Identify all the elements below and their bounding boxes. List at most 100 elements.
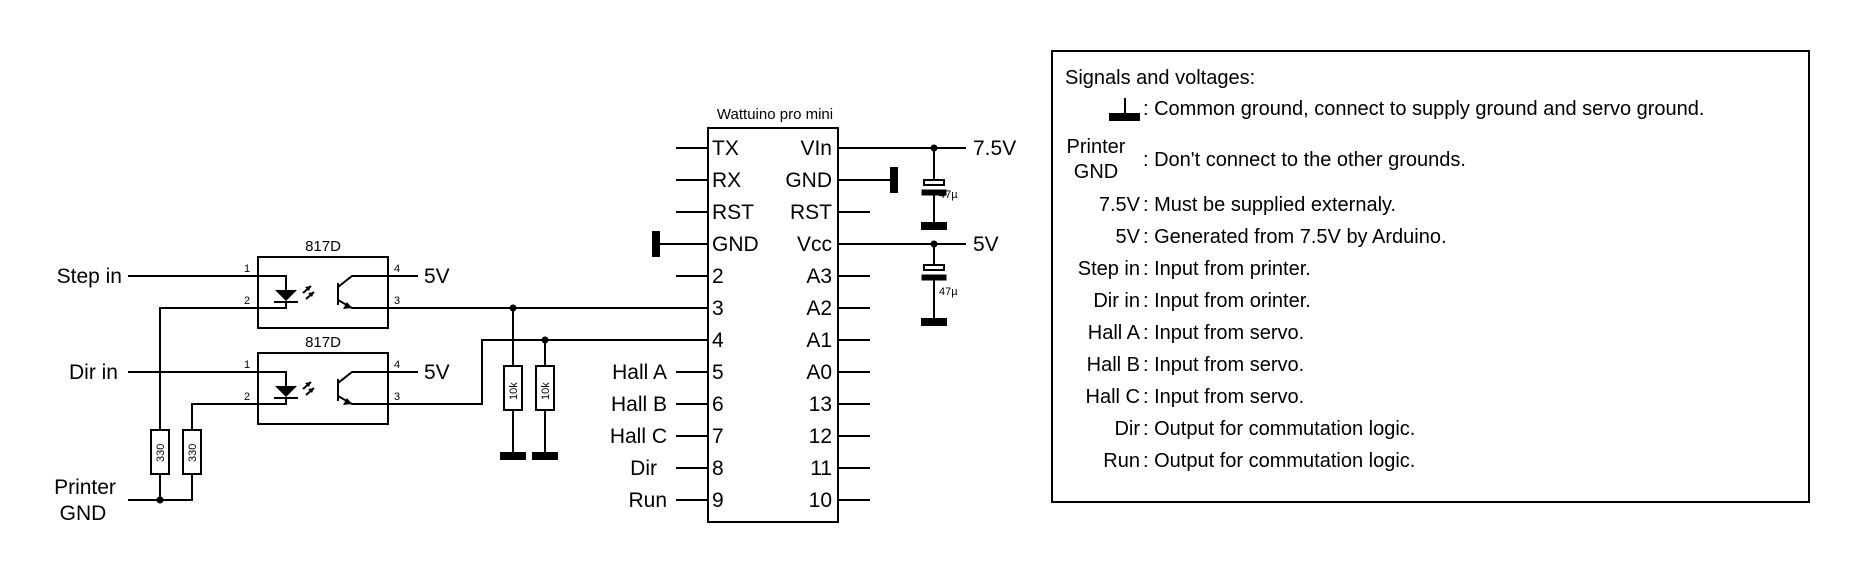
led2-icon (275, 386, 297, 397)
printer-gnd-label-line2: GND (60, 502, 107, 525)
arduino-pin-left-label: 6 (712, 393, 724, 416)
opto2-pin4: 4 (394, 359, 400, 371)
arduino-pin-left-label: TX (712, 137, 739, 160)
resistor-330-a-label: 330 (155, 444, 167, 462)
dir-in-label: Dir in (69, 361, 118, 384)
arduino-pin-left-label: 7 (712, 425, 724, 448)
arduino-input-labels: Hall A Hall B Hall C Dir Run (610, 361, 667, 512)
optocoupler-2: 817D 1 2 4 3 Dir in 5V (69, 334, 676, 430)
arrow-icon (305, 382, 311, 387)
resistors: 330 330 Printer GND 10k 10k (54, 304, 558, 525)
supply-5v-label: 5V (973, 233, 999, 256)
arduino-pin-right-label: A3 (806, 265, 832, 288)
opto2-pin1: 1 (244, 359, 250, 371)
legend-item-desc: : Input from servo. (1143, 322, 1304, 344)
supply-7v5-label: 7.5V (973, 137, 1016, 160)
printer-gnd-wire (128, 474, 193, 501)
run-output-label: Run (628, 489, 667, 512)
led1-icon (275, 290, 297, 301)
resistor-330-b-label: 330 (187, 444, 199, 462)
opto1-pin4: 4 (394, 263, 400, 275)
hall-b-label: Hall B (611, 393, 667, 416)
arduino-pin-left-label: 2 (712, 265, 724, 288)
opto2-label: 817D (305, 334, 341, 351)
supply-section: 7.5V 47µ 5V 47µ (652, 137, 1016, 326)
legend-printer-gnd-desc: : Don't connect to the other grounds. (1143, 149, 1466, 171)
phototransistor2-collector (337, 371, 388, 384)
arduino-pin-left-label: 5 (712, 361, 724, 384)
arduino-pin-right-label: GND (785, 169, 832, 192)
arduino-module: Wattuino pro mini TXRXRSTGND23456789VInG… (676, 106, 870, 523)
legend-item-desc: : Input from orinter. (1143, 290, 1311, 312)
arduino-pin-right-label: A1 (806, 329, 832, 352)
led2-cathode-wire (258, 398, 287, 405)
arduino-pin-right-label: 10 (809, 489, 832, 512)
opto2-pin2-wire (191, 403, 258, 430)
arduino-pin-left-label: 9 (712, 489, 724, 512)
capacitor-2-label: 47µ (939, 286, 958, 298)
arduino-pin-right-label: 11 (810, 457, 832, 480)
legend-gnd-desc: : Common ground, connect to supply groun… (1143, 98, 1704, 120)
arduino-pin-right-label: 13 (809, 393, 832, 416)
legend-item-key: Hall B (1087, 354, 1140, 376)
legend-item-key: 7.5V (1099, 194, 1141, 216)
opto1-pin2-wire (159, 307, 258, 430)
arduino-pins: TXRXRSTGND23456789VInGNDRSTVccA3A2A1A013… (676, 137, 870, 512)
hall-c-label: Hall C (610, 425, 667, 448)
legend-item-desc: : Generated from 7.5V by Arduino. (1143, 226, 1447, 248)
legend-item-key: Step in (1078, 258, 1140, 280)
arduino-pin-right-label: RST (790, 201, 832, 224)
legend-item-key: Run (1103, 450, 1140, 472)
arrow-icon (308, 292, 314, 297)
optocoupler-1: 817D 1 2 4 3 Step in 5V (57, 238, 676, 430)
opto1-label: 817D (305, 238, 341, 255)
arduino-pin-left-label: 8 (712, 457, 724, 480)
emitter-arrow-icon (343, 302, 352, 309)
opto1-body (257, 256, 389, 329)
opto1-pin2: 2 (244, 295, 250, 307)
legend-printer-gnd-line2: GND (1074, 161, 1118, 183)
capacitor-1-label: 47µ (939, 189, 958, 201)
emitter-arrow-icon (343, 398, 352, 405)
legend-item-desc: : Input from printer. (1143, 258, 1311, 280)
opto2-vcc-label: 5V (424, 361, 450, 384)
arduino-pin-left-label: 3 (712, 297, 724, 320)
opto2-output-wire (388, 339, 676, 405)
legend-item-key: 5V (1116, 226, 1141, 248)
legend-item-desc: : Input from servo. (1143, 386, 1304, 408)
opto1-vcc-label: 5V (424, 265, 450, 288)
junction-dot (156, 496, 164, 504)
led1-cathode-wire (258, 302, 287, 309)
capacitor-1-plate-top (923, 179, 945, 186)
dir-output-label: Dir (630, 457, 657, 480)
arduino-pin-right-label: A0 (806, 361, 832, 384)
capacitor-2-plate-bottom (921, 274, 947, 281)
arduino-pin-right-label: VIn (800, 137, 832, 160)
legend-item-desc: : Input from servo. (1143, 354, 1304, 376)
legend-item-desc: : Must be supplied externaly. (1143, 194, 1396, 216)
legend-items: 7.5V: Must be supplied externaly.5V: Gen… (1078, 194, 1447, 472)
legend: Signals and voltages: : Common ground, c… (1051, 50, 1810, 503)
step-in-label: Step in (57, 265, 122, 288)
legend-item-key: Dir (1114, 418, 1140, 440)
arduino-pin-right-label: A2 (806, 297, 832, 320)
arduino-pin-left-label: RST (712, 201, 754, 224)
legend-item-desc: : Output for commutation logic. (1143, 450, 1415, 472)
arduino-body (707, 127, 839, 523)
legend-box (1051, 50, 1810, 503)
hall-a-label: Hall A (612, 361, 667, 384)
arduino-pin-left-label: 4 (712, 329, 724, 352)
arduino-title: Wattuino pro mini (717, 106, 833, 123)
phototransistor1-collector (337, 275, 388, 288)
arduino-pin-right-label: 12 (809, 425, 832, 448)
opto2-pin2: 2 (244, 391, 250, 403)
opto1-pin1: 1 (244, 263, 250, 275)
opto2-pin3: 3 (394, 391, 400, 403)
resistor-10k-a-label: 10k (508, 382, 520, 400)
legend-item-key: Hall C (1086, 386, 1140, 408)
legend-item-key: Dir in (1093, 290, 1140, 312)
arrow-icon (308, 388, 314, 393)
arrow-icon (305, 286, 311, 291)
arduino-pin-left-label: GND (712, 233, 759, 256)
